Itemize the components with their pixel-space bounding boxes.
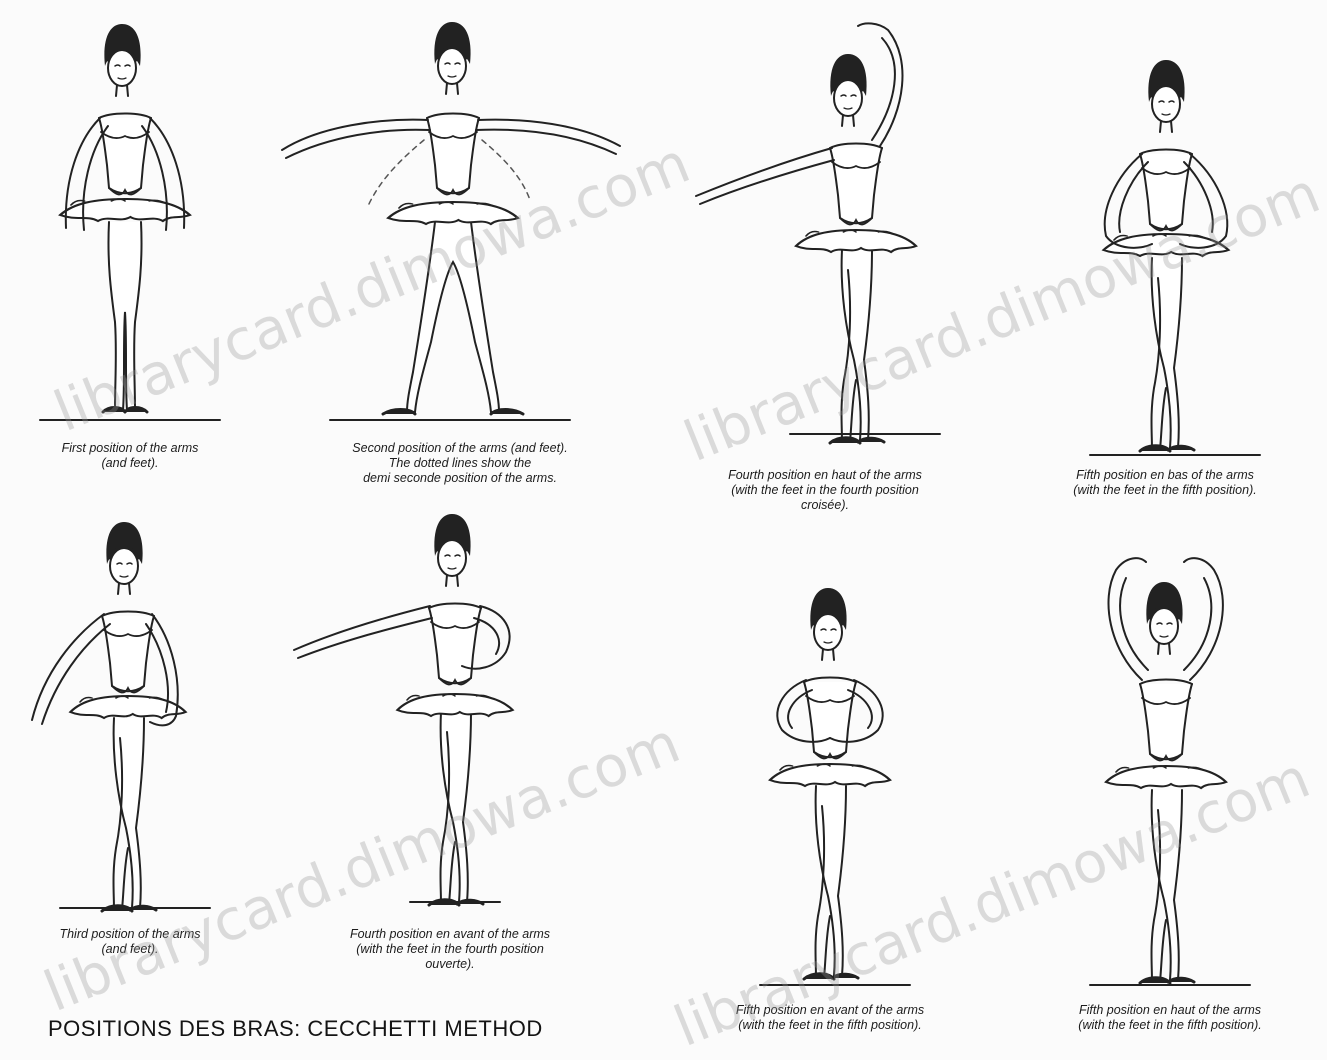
- caption-fourth-en-avant: Fourth position en avant of the arms(wit…: [290, 927, 610, 972]
- figure-fourth-en-haut: [696, 23, 940, 443]
- caption-first-position: First position of the arms(and feet).: [20, 441, 240, 471]
- caption-fifth-en-bas: Fifth position en bas of the arms(with t…: [1015, 468, 1315, 498]
- caption-fifth-en-avant: Fifth position en avant of the arms(with…: [680, 1003, 980, 1033]
- figure-fifth-en-bas: [1090, 60, 1260, 455]
- caption-fifth-en-haut: Fifth position en haut of the arms(with …: [1020, 1003, 1320, 1033]
- figure-fourth-en-avant: [294, 514, 513, 905]
- caption-second-position: Second position of the arms (and feet).T…: [290, 441, 630, 486]
- figure-second-position: [282, 22, 620, 420]
- figure-fifth-en-avant: [760, 588, 910, 985]
- figure-title: POSITIONS DES BRAS: CECCHETTI METHOD: [48, 1016, 543, 1042]
- figure-third-position: [32, 522, 210, 911]
- figure-first-position: [40, 24, 220, 420]
- caption-fourth-en-haut: Fourth position en haut of the arms(with…: [670, 468, 980, 513]
- caption-third-position: Third position of the arms(and feet).: [20, 927, 240, 957]
- figure-fifth-en-haut: [1090, 558, 1250, 985]
